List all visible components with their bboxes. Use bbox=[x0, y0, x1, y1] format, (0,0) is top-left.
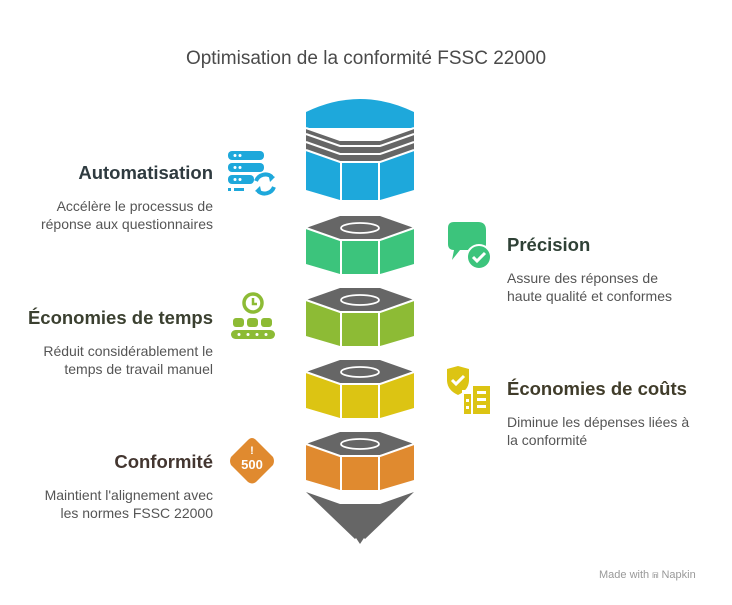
warning-code: 500 bbox=[241, 457, 263, 472]
stack-block-precision bbox=[305, 216, 415, 274]
label-precision: Précision bbox=[507, 234, 591, 255]
desc-line: Réduit considérablement le bbox=[43, 343, 213, 359]
label-automatisation: Automatisation bbox=[78, 162, 213, 183]
napkin-brand: Napkin bbox=[661, 569, 696, 581]
desc-line: Diminue les dépenses liées à bbox=[507, 414, 690, 430]
stack-block-conformite bbox=[305, 432, 415, 490]
stack-block-automatisation bbox=[305, 99, 415, 200]
server-sync-icon bbox=[228, 151, 276, 196]
desc-economies-couts: Diminue les dépenses liées à la conformi… bbox=[507, 413, 689, 449]
label-economies-temps: Économies de temps bbox=[27, 307, 213, 328]
diagram-title: Optimisation de la conformité FSSC 22000 bbox=[185, 48, 547, 69]
desc-precision: Assure des réponses de haute qualité et … bbox=[507, 269, 672, 305]
desc-line: Assure des réponses de bbox=[507, 270, 658, 286]
pencil-tip bbox=[306, 492, 414, 552]
desc-line: la conformité bbox=[507, 432, 588, 448]
desc-line: temps de travail manuel bbox=[64, 361, 213, 377]
napkin-credit[interactable]: Made with ⩎ Napkin bbox=[599, 569, 696, 582]
desc-line: Maintient l'alignement avec bbox=[44, 487, 213, 503]
stack-block-economies-couts bbox=[305, 360, 415, 418]
chat-check-icon bbox=[448, 222, 492, 270]
warning-mark: ! bbox=[250, 445, 254, 457]
desc-line: réponse aux questionnaires bbox=[40, 216, 213, 232]
shield-building-icon bbox=[447, 366, 490, 414]
stack-block-economies-temps bbox=[305, 288, 415, 346]
desc-economies-temps: Réduit considérablement le temps de trav… bbox=[20, 342, 213, 378]
desc-automatisation: Accélère le processus de réponse aux que… bbox=[20, 197, 213, 233]
desc-line: Accélère le processus de bbox=[56, 198, 213, 214]
desc-line: haute qualité et conformes bbox=[507, 288, 672, 304]
desc-conformite: Maintient l'alignement avec les normes F… bbox=[20, 486, 213, 522]
label-conformite: Conformité bbox=[114, 451, 213, 472]
label-economies-couts: Économies de coûts bbox=[507, 378, 687, 399]
desc-line: les normes FSSC 22000 bbox=[60, 505, 213, 521]
napkin-logo-icon: ⩎ bbox=[652, 569, 659, 581]
warning-500-icon: ! 500 bbox=[230, 438, 274, 484]
clock-conveyor-icon bbox=[231, 292, 275, 339]
made-with-text: Made with bbox=[599, 569, 650, 581]
